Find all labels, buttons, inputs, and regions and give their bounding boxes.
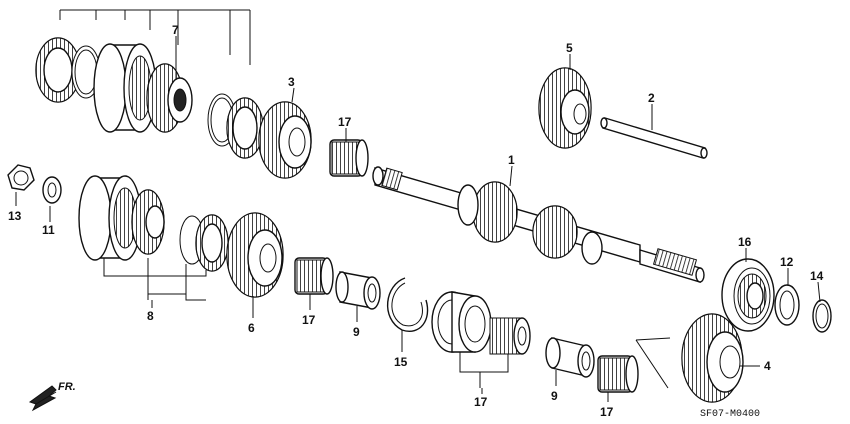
needle-bearing-17-middle (294, 257, 334, 295)
washer-10 (42, 176, 62, 204)
needle-bearing-17-lower (597, 355, 639, 393)
callout-9-upper: 9 (353, 325, 360, 339)
callout-9-lower: 9 (551, 389, 558, 403)
synchro-sleeve-upper (93, 43, 157, 133)
reverse-idler-shaft-2 (600, 117, 708, 159)
callout-17-lower: 17 (600, 405, 614, 419)
callout-8: 8 (147, 309, 154, 323)
mainshaft-1 (372, 166, 705, 283)
callout-1: 1 (508, 153, 515, 167)
bracket-8 (103, 258, 207, 301)
washer-11 (774, 284, 800, 326)
bracket-16 (459, 352, 509, 388)
direction-label: FR. (58, 381, 76, 393)
leader-lines (15, 36, 821, 402)
gear-5 (538, 67, 592, 149)
callout-16: 17 (474, 395, 488, 409)
synchro-ring-lower (179, 214, 229, 272)
bearing-race-16 (431, 291, 492, 353)
callout-3: 3 (288, 75, 295, 89)
callout-13: 15 (394, 355, 408, 369)
snap-ring-14 (812, 299, 832, 333)
spacer-collar-9-lower (545, 337, 595, 378)
callout-17-middle: 17 (302, 313, 316, 327)
needle-bearing-17-upper (329, 139, 369, 177)
tapered-bearing-16 (489, 317, 531, 355)
bracket-4 (635, 337, 671, 389)
synchro-hub-lower (131, 189, 165, 255)
spacer-collar-9-upper (335, 271, 381, 310)
diagram-code: SF07-M0400 (700, 409, 760, 420)
callout-12: 13 (8, 209, 22, 223)
callout-5: 5 (566, 41, 573, 55)
bracket-7 (59, 9, 251, 65)
gear-4 (681, 313, 744, 403)
callout-15: 16 (738, 235, 752, 249)
callout-2: 2 (648, 91, 655, 105)
callout-6: 6 (248, 321, 255, 335)
gear-6 (226, 212, 284, 298)
front-direction-arrow-icon (28, 385, 57, 412)
callout-4: 4 (764, 359, 771, 373)
ball-bearing-15 (721, 258, 775, 332)
callout-14: 14 (810, 269, 824, 283)
gear-3 (258, 101, 312, 179)
callout-11: 12 (780, 255, 794, 269)
locknut-12 (7, 164, 35, 191)
callout-7: 7 (172, 23, 179, 37)
callout-17-upper: 17 (338, 115, 352, 129)
snap-ring-upper (71, 45, 101, 99)
snap-ring-13 (386, 277, 429, 332)
synchro-hub-upper (146, 63, 193, 133)
synchro-ring-upper-right (226, 97, 264, 159)
callout-10: 11 (42, 223, 55, 237)
synchro-ring-upper-left (35, 37, 81, 103)
